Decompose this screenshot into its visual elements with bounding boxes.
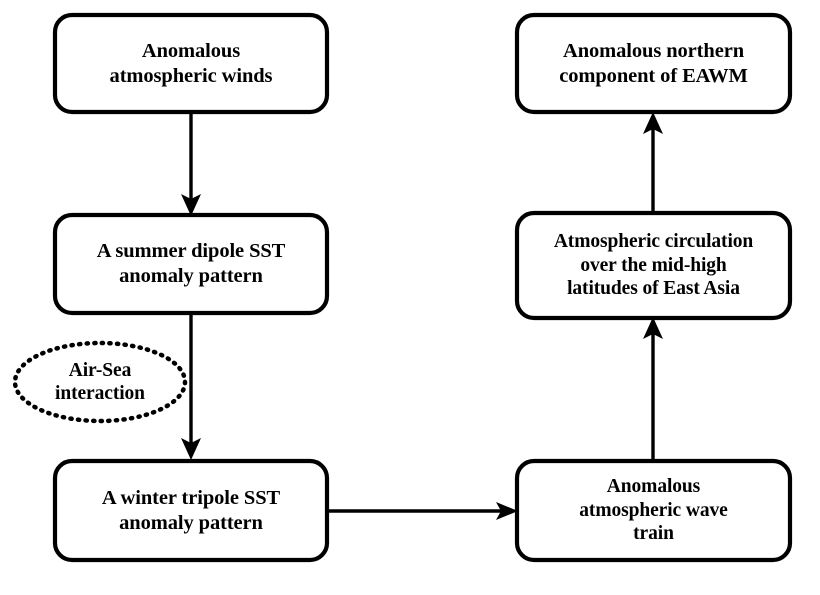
node-air-sea-interaction[interactable] — [12, 340, 188, 424]
node-anomalous-atmospheric-winds[interactable] — [52, 12, 330, 115]
node-winter-tripole-sst[interactable] — [52, 458, 330, 563]
connector-wave-train-to-circulation — [643, 317, 663, 460]
node-summer-dipole-sst[interactable] — [52, 212, 330, 316]
node-anomalous-wave-train[interactable] — [514, 458, 793, 563]
connector-winds-to-summer-sst — [181, 112, 201, 216]
arrow-head-right-icon — [496, 502, 518, 520]
connector-circulation-to-eawm — [643, 112, 663, 213]
arrow-head-up-icon — [643, 317, 663, 339]
arrow-head-down-icon — [181, 438, 201, 460]
arrow-head-down-icon — [181, 194, 201, 216]
node-anomalous-northern-eawm[interactable] — [514, 12, 793, 115]
arrow-head-up-icon — [643, 112, 663, 134]
connector-summer-sst-to-winter-sst — [181, 313, 201, 460]
connector-winter-sst-to-wave-train — [327, 502, 518, 520]
node-atmospheric-circulation-east-asia[interactable] — [514, 210, 793, 321]
